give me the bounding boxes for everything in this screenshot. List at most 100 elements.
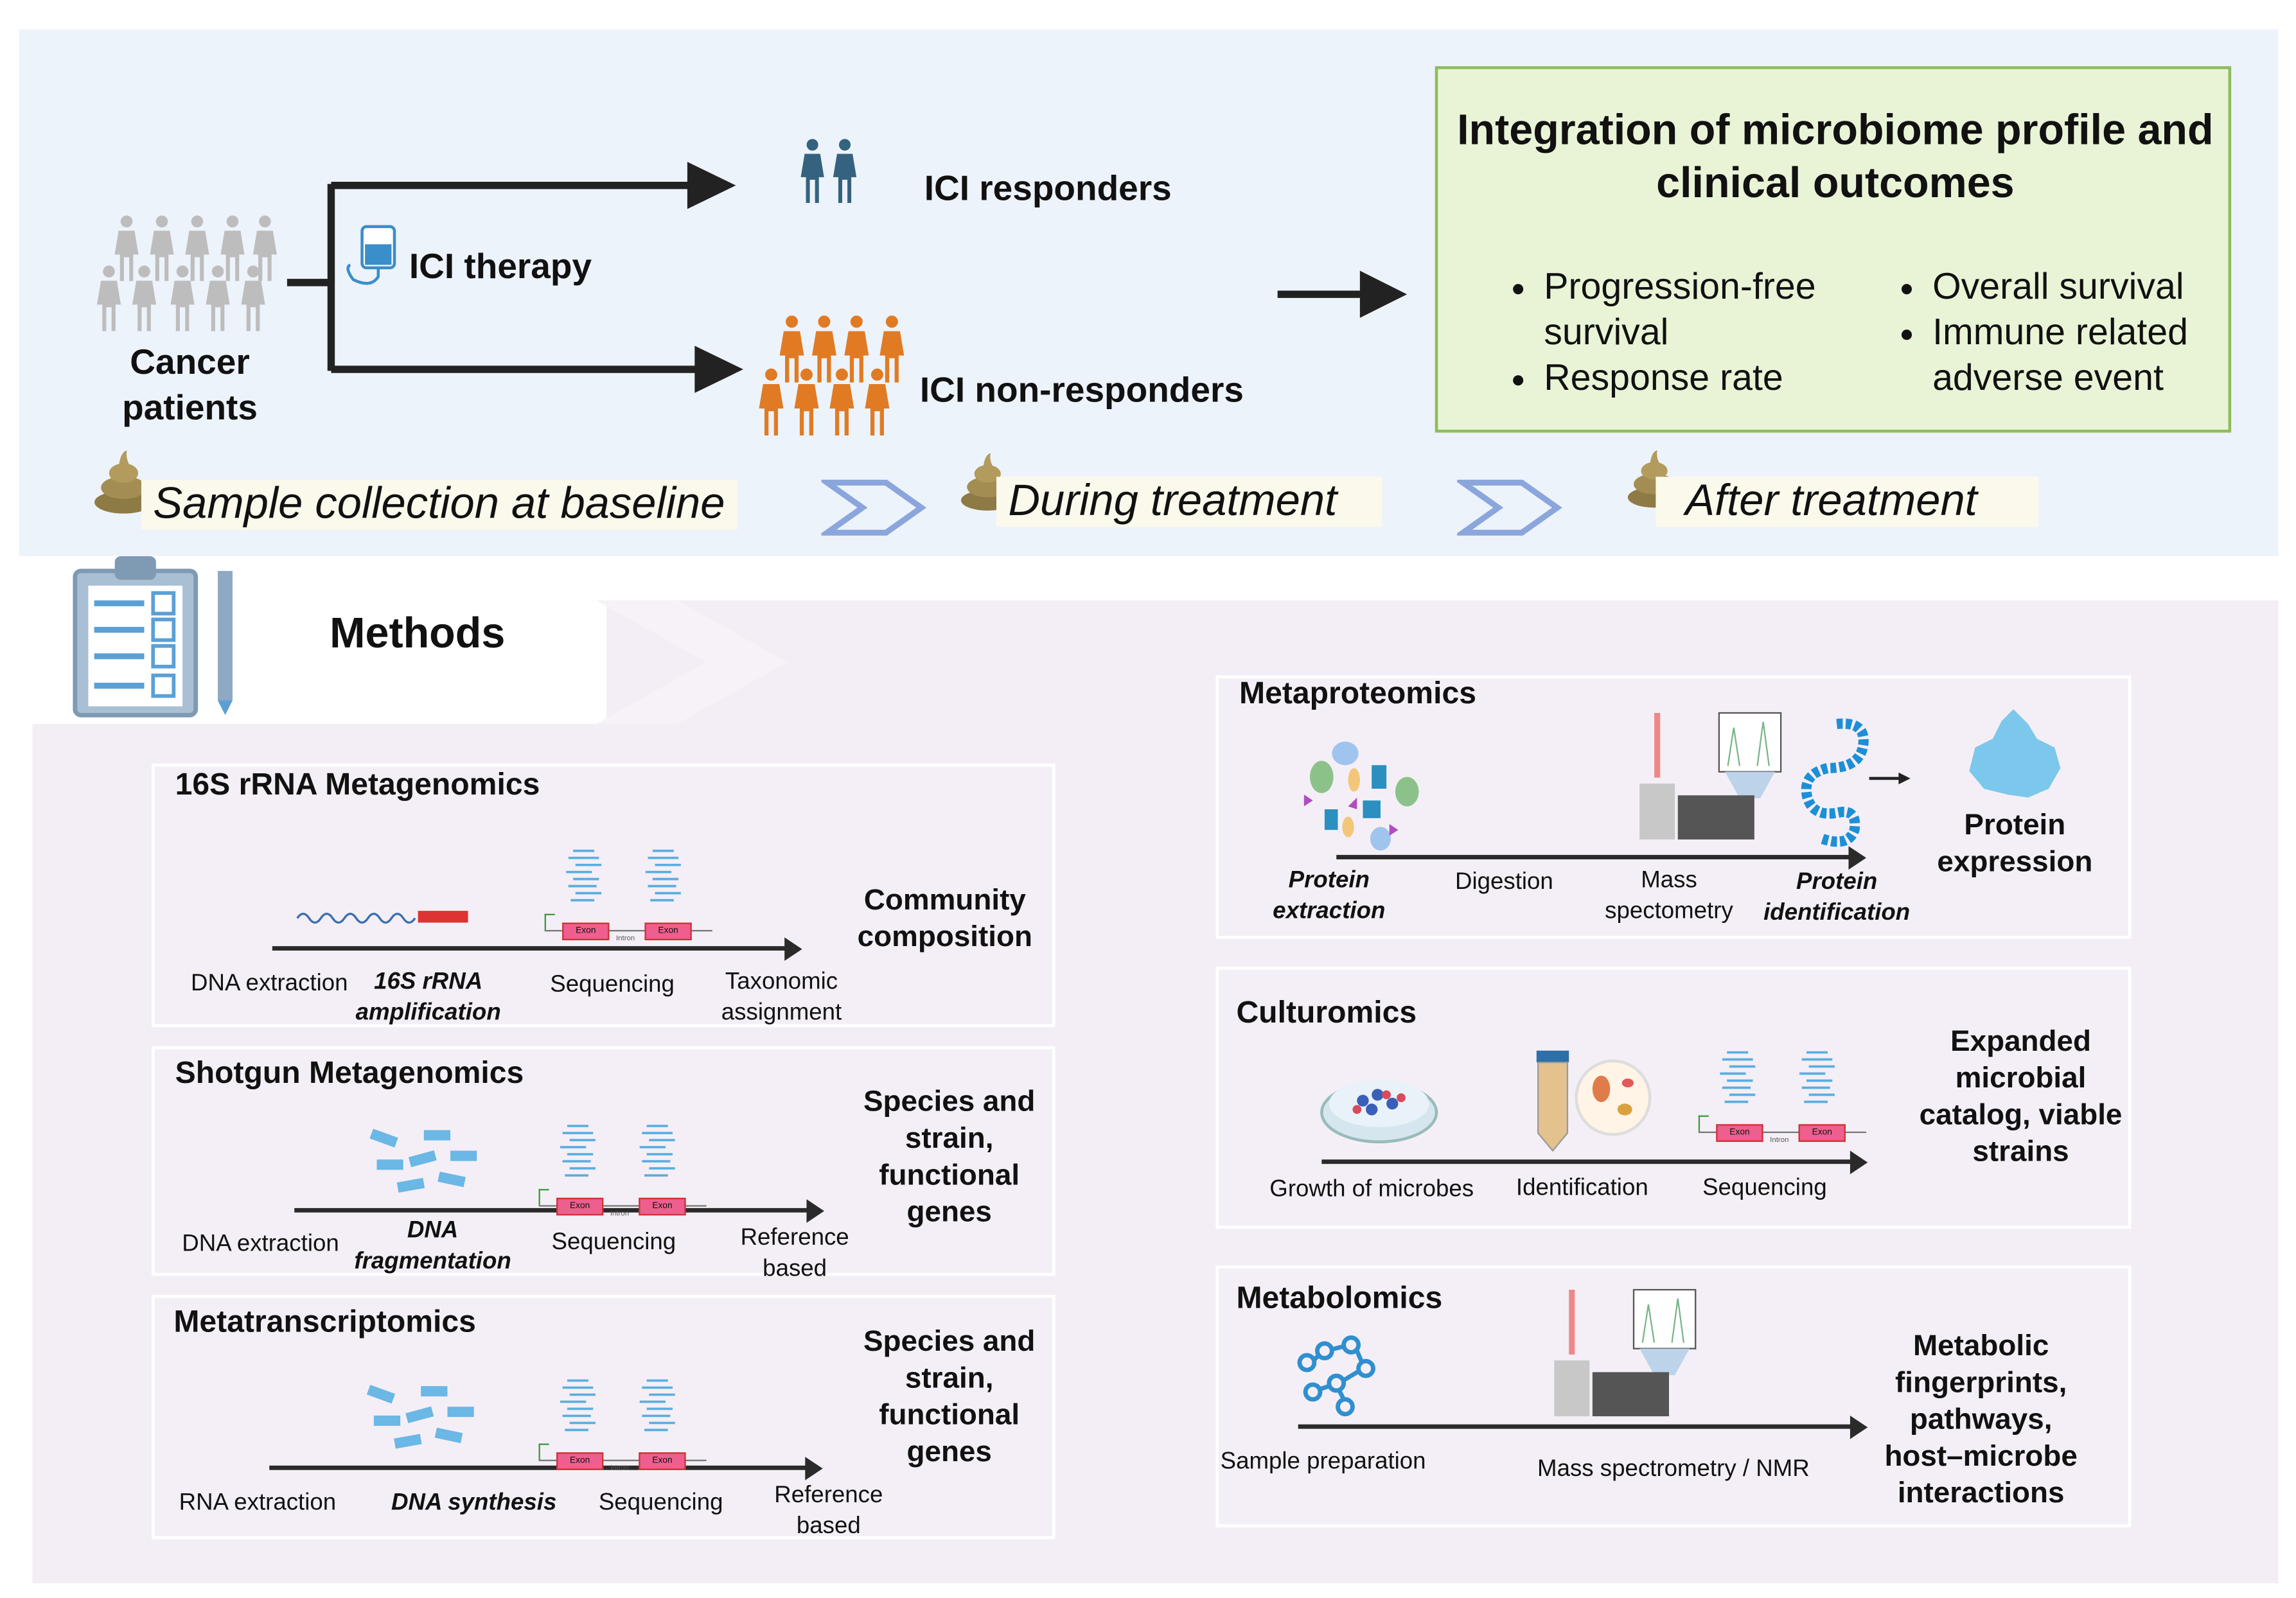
promoter-icon xyxy=(538,1443,549,1460)
step-label: 16S rRNA amplification xyxy=(355,969,501,1026)
panel-title: Culturomics xyxy=(1236,996,1417,1030)
step-label: DNA extraction xyxy=(182,1231,339,1257)
reads-icon xyxy=(638,1125,676,1177)
step-label: Sequencing xyxy=(598,1490,723,1516)
timeline-stage-after: After treatment xyxy=(1656,477,2039,527)
process-arrow xyxy=(1321,1159,1855,1164)
reads-icon xyxy=(559,1379,597,1432)
process-arrow xyxy=(269,1465,808,1470)
arrowhead xyxy=(805,1457,823,1480)
panel-title: 16S rRNA Metagenomics xyxy=(175,768,540,802)
panel-shotgun xyxy=(151,1046,1055,1276)
step-label: Digestion xyxy=(1454,869,1553,895)
step-label: Protein extraction xyxy=(1273,868,1386,924)
panel-outcome: Community composition xyxy=(857,884,1033,954)
chevron-right-icon xyxy=(1457,479,1563,538)
ici-therapy-label: ICI therapy xyxy=(409,247,592,287)
reads-icon xyxy=(644,849,682,902)
sequencing-icon: Exon Intron Exon xyxy=(542,846,715,946)
promoter-icon xyxy=(1698,1115,1709,1132)
integration-bullets-left: Progression-free survival Response rate xyxy=(1503,265,1897,401)
process-arrow xyxy=(1336,855,1852,859)
exon-box: Exon xyxy=(556,1197,604,1216)
peptide-chain-icon xyxy=(1801,718,1869,847)
panel-title: Shotgun Metagenomics xyxy=(175,1056,524,1091)
step-label: DNA fragmentation xyxy=(354,1218,511,1275)
step-label: Growth of microbes xyxy=(1269,1177,1474,1202)
metabolites-icon xyxy=(1297,1335,1375,1417)
arrowhead xyxy=(1850,1150,1868,1175)
panel-outcome: Metabolic fingerprints, pathways, host–m… xyxy=(1884,1330,2078,1510)
arrowhead xyxy=(806,1199,824,1223)
intron-label: Intron xyxy=(610,1464,630,1473)
promoter-icon xyxy=(538,1189,549,1206)
mass-spectrometer-icon xyxy=(1637,707,1784,847)
step-label: Sequencing xyxy=(1702,1175,1827,1201)
integration-title: Integration of microbiome profile and cl… xyxy=(1457,107,2214,208)
rrna-strand-icon xyxy=(296,911,468,924)
step-label: DNA extraction xyxy=(191,971,348,997)
timeline-stage-during: During treatment xyxy=(996,477,1382,527)
cancer-patients-icon xyxy=(94,215,286,332)
step-label: Sequencing xyxy=(550,972,675,998)
arrowhead xyxy=(1850,1415,1868,1439)
panel-metatranscriptomics xyxy=(151,1295,1055,1540)
dna-fragments-icon xyxy=(366,1385,474,1449)
promoter-icon xyxy=(544,913,555,930)
responders-icon xyxy=(800,139,857,204)
step-label: Taxonomic assignment xyxy=(721,969,842,1026)
exon-box: Exon xyxy=(644,922,692,940)
non-responders-label: ICI non-responders xyxy=(919,371,1244,411)
sequencing-icon: Exon Intron Exon xyxy=(536,1376,709,1476)
intron-label: Intron xyxy=(615,934,635,944)
step-label: Sample preparation xyxy=(1220,1449,1426,1475)
step-label: Mass spectometry xyxy=(1605,868,1733,924)
panel-title: Metatranscriptomics xyxy=(173,1305,476,1339)
reads-icon xyxy=(1798,1051,1836,1103)
timeline-stage-baseline: Sample collection at baseline xyxy=(141,479,737,530)
petri-dish-icon xyxy=(1320,1080,1438,1144)
cancer-patients-label: Cancer patients xyxy=(122,342,258,428)
arrow-right xyxy=(1869,772,1911,785)
identification-icon xyxy=(1536,1050,1652,1152)
non-responders-icon xyxy=(759,315,905,436)
reads-icon xyxy=(638,1379,676,1432)
branch-arrows xyxy=(287,162,743,393)
panel-title: Metaproteomics xyxy=(1239,676,1476,711)
chevron-right-icon xyxy=(821,479,927,538)
protein-mix-icon xyxy=(1303,741,1419,851)
step-label: Identification xyxy=(1515,1175,1648,1201)
panel-outcome: Species and strain, functional genes xyxy=(863,1085,1036,1229)
step-label: Reference based xyxy=(740,1225,849,1282)
process-arrow xyxy=(294,1207,810,1213)
panel-outcome: Species and strain, functional genes xyxy=(863,1326,1036,1469)
methods-chevron xyxy=(596,600,788,724)
methods-title: Methods xyxy=(330,610,506,658)
step-label: Sequencing xyxy=(551,1230,676,1256)
integration-bullets-right: Overall survival Immune related adverse … xyxy=(1891,265,2256,401)
exon-box: Exon xyxy=(639,1452,686,1470)
process-arrow xyxy=(272,946,788,951)
dna-fragments-icon xyxy=(369,1128,477,1193)
bullet-item: Overall survival xyxy=(1932,265,2256,310)
bullet-item: Response rate xyxy=(1544,356,1897,401)
panel-title: Metabolomics xyxy=(1236,1281,1443,1316)
sequencing-icon: Exon Intron Exon xyxy=(536,1121,709,1222)
exon-box: Exon xyxy=(1716,1124,1763,1142)
reads-icon xyxy=(559,1125,597,1177)
integration-box: Integration of microbiome profile and cl… xyxy=(1435,66,2232,433)
step-label: Protein identification xyxy=(1763,869,1911,926)
intron-label: Intron xyxy=(1770,1136,1789,1145)
exon-box: Exon xyxy=(562,922,610,940)
panel-outcome: Protein expression xyxy=(1937,809,2093,879)
mass-spectrometer-icon xyxy=(1551,1283,1699,1423)
step-label: RNA extraction xyxy=(179,1490,337,1516)
process-arrow xyxy=(1298,1424,1855,1429)
sequencing-icon: Exon Intron Exon xyxy=(1695,1048,1869,1148)
exon-box: Exon xyxy=(556,1452,604,1470)
reads-icon xyxy=(1718,1051,1757,1103)
exon-box: Exon xyxy=(1798,1124,1846,1142)
step-label: DNA synthesis xyxy=(391,1490,557,1516)
bullet-item: Immune related adverse event xyxy=(1932,310,2256,401)
step-label: Reference based xyxy=(774,1483,883,1540)
